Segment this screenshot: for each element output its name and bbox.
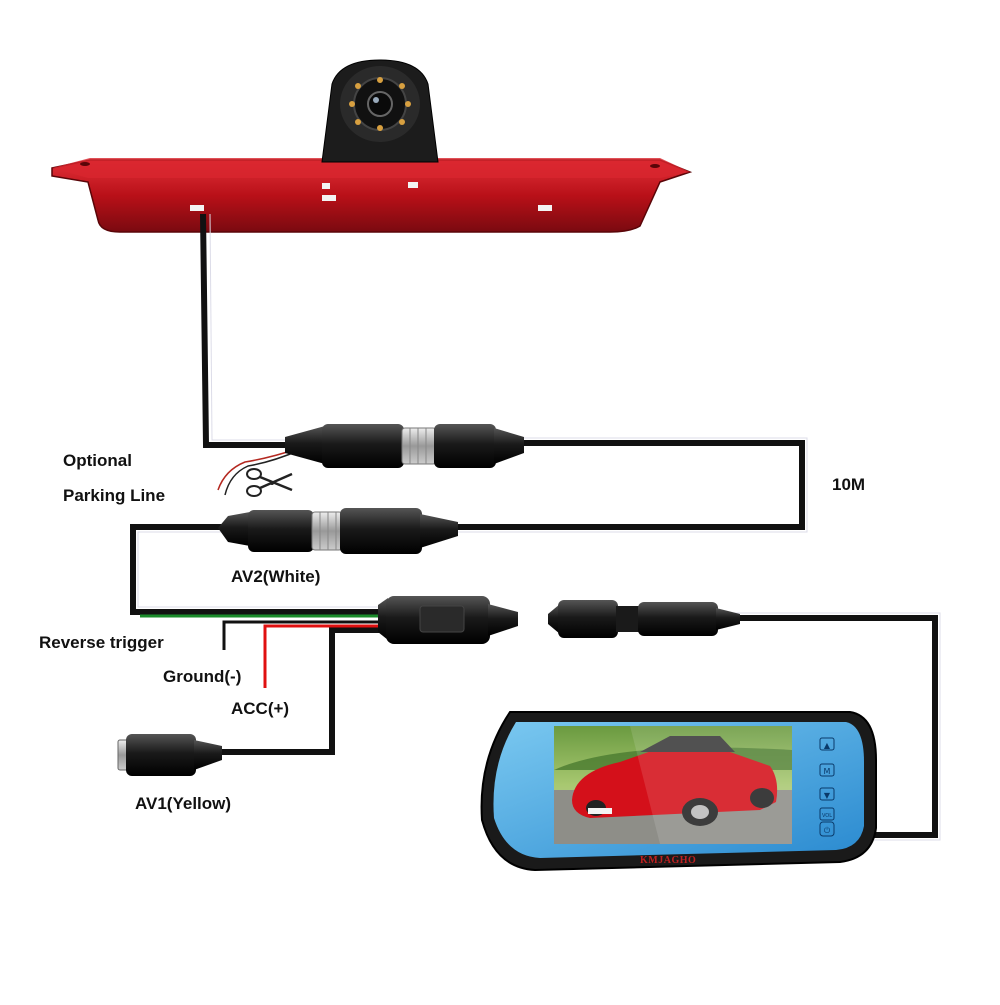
brake-light-camera	[51, 59, 693, 233]
up-arrow-icon: ▲	[824, 741, 831, 750]
label-ground: Ground(-)	[163, 667, 242, 686]
connector-body	[434, 424, 496, 468]
connector-metal-nut	[311, 511, 343, 551]
label-acc: ACC(+)	[231, 699, 290, 718]
mirror-monitor: ▲ M ▼ VOL ⏻	[480, 711, 877, 872]
extension-cable-10m	[455, 440, 805, 530]
monitor-connector	[548, 600, 740, 638]
scissors-icon	[246, 468, 293, 497]
cable-highlights	[137, 213, 941, 841]
label-cable-length: 10M	[832, 475, 866, 494]
ground-wire-black	[222, 620, 390, 650]
clip-slot	[408, 182, 418, 188]
cables	[130, 213, 938, 838]
connector-body	[322, 424, 404, 468]
volume-label: VOL	[822, 813, 832, 819]
clip-slot	[190, 205, 204, 211]
label-reverse-trigger: Reverse trigger	[39, 633, 164, 652]
connector-metal-nut	[401, 427, 437, 465]
upper-connector	[285, 424, 524, 468]
menu-label: M	[824, 767, 831, 776]
connector-body	[248, 510, 314, 552]
label-av1: AV1(Yellow)	[135, 794, 232, 813]
down-button[interactable]	[819, 787, 835, 801]
brake-light-flange	[52, 158, 690, 178]
connector-body	[340, 508, 422, 554]
monitor-cable	[720, 615, 938, 838]
lens-glint	[373, 97, 379, 103]
av1-connector	[117, 734, 222, 776]
clip-slot	[538, 205, 552, 211]
av2-cable	[130, 524, 390, 615]
menu-button[interactable]	[819, 763, 835, 777]
monitor-buttons: ▲ M ▼ VOL ⏻	[819, 737, 835, 837]
mount-hole	[80, 162, 90, 166]
red-car-image	[572, 736, 778, 826]
volume-button[interactable]	[819, 807, 835, 821]
power-icon: ⏻	[824, 826, 831, 835]
acc-wire-red	[263, 624, 390, 688]
clip-slot	[322, 183, 330, 189]
camera-cable	[200, 213, 300, 448]
monitor-screen	[554, 726, 792, 844]
up-button[interactable]	[819, 737, 835, 751]
av2-connector	[218, 508, 458, 554]
label-parking-line: Parking Line	[63, 486, 166, 505]
parking-line-wire	[217, 447, 301, 496]
splitter-block	[378, 596, 518, 644]
monitor-brand: KMJAGHO	[640, 855, 697, 866]
clip-slot	[322, 195, 336, 201]
ir-leds	[349, 77, 411, 131]
camera-lens-icon	[367, 91, 393, 117]
label-optional: Optional	[63, 451, 132, 470]
power-button[interactable]	[819, 821, 835, 837]
trigger-wires	[140, 614, 390, 688]
mount-hole	[650, 164, 660, 168]
av1-cable	[215, 627, 390, 755]
down-arrow-icon: ▼	[824, 791, 831, 800]
label-av2: AV2(White)	[231, 567, 321, 586]
